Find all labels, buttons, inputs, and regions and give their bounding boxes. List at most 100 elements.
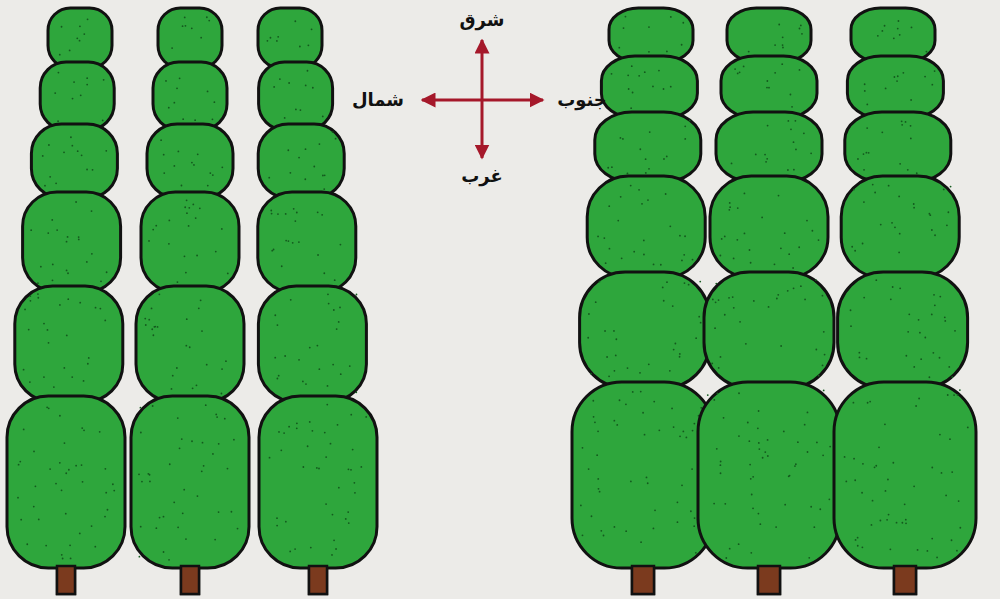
foliage-texture	[718, 299, 720, 301]
foliage-texture	[277, 324, 279, 326]
foliage-texture	[270, 210, 272, 212]
foliage-clump	[727, 8, 811, 62]
foliage-clump	[259, 396, 377, 568]
foliage-texture	[48, 342, 50, 344]
foliage-texture	[695, 337, 697, 339]
foliage-texture	[57, 120, 59, 122]
foliage-texture	[49, 468, 51, 470]
foliage-texture	[862, 463, 864, 465]
foliage-clump	[31, 124, 117, 198]
foliage-texture	[163, 154, 165, 156]
foliage-texture	[666, 155, 668, 157]
foliage-texture	[83, 33, 85, 35]
foliage-texture	[748, 51, 750, 53]
foliage-texture	[332, 514, 334, 516]
foliage-texture	[951, 376, 953, 378]
foliage-texture	[30, 300, 32, 302]
foliage-texture	[887, 479, 889, 481]
foliage-texture	[335, 548, 337, 550]
foliage-texture	[720, 356, 722, 358]
foliage-texture	[327, 385, 329, 387]
foliage-texture	[939, 357, 941, 359]
foliage-texture	[625, 16, 627, 18]
foliage-texture	[715, 301, 717, 303]
foliage-texture	[806, 220, 808, 222]
foliage-clump	[834, 382, 976, 568]
foliage-texture	[844, 456, 846, 458]
foliage-texture	[618, 47, 620, 49]
foliage-texture	[285, 240, 287, 242]
foliage-texture	[907, 169, 909, 171]
foliage-texture	[184, 206, 186, 208]
foliage-texture	[53, 386, 55, 388]
foliage-texture	[188, 207, 190, 209]
foliage-texture	[302, 466, 304, 468]
foliage-texture	[663, 158, 665, 160]
foliage-texture	[145, 324, 147, 326]
foliage-texture	[864, 90, 866, 92]
foliage-texture	[349, 365, 351, 367]
foliage-texture	[106, 271, 108, 273]
foliage-texture	[73, 81, 75, 83]
foliage-texture	[69, 544, 71, 546]
foliage-texture	[105, 150, 107, 152]
foliage-texture	[582, 447, 584, 449]
foliage-texture	[212, 118, 214, 120]
foliage-texture	[207, 91, 209, 93]
foliage-texture	[188, 225, 190, 227]
foliage-texture	[104, 320, 106, 322]
foliage-texture	[850, 309, 852, 311]
foliage-texture	[822, 365, 824, 367]
foliage-texture	[679, 353, 681, 355]
foliage-texture	[904, 503, 906, 505]
foliage-texture	[40, 266, 42, 268]
foliage-texture	[662, 287, 664, 289]
foliage-texture	[82, 481, 84, 483]
foliage-texture	[874, 466, 876, 468]
foliage-texture	[59, 415, 61, 417]
tree-trunk	[181, 566, 199, 594]
foliage-clump	[7, 396, 125, 568]
foliage-texture	[956, 550, 958, 552]
foliage-texture	[631, 65, 633, 67]
foliage-texture	[67, 236, 69, 238]
foliage-texture	[195, 217, 197, 219]
foliage-texture	[186, 212, 188, 214]
foliage-texture	[233, 439, 235, 441]
foliage-texture	[750, 552, 752, 554]
foliage-texture	[707, 394, 709, 396]
foliage-texture	[360, 466, 362, 468]
foliage-texture	[749, 464, 751, 466]
foliage-texture	[782, 47, 784, 49]
foliage-texture	[186, 199, 188, 201]
foliage-texture	[176, 87, 178, 89]
foliage-texture	[899, 233, 901, 235]
foliage-texture	[604, 330, 606, 332]
foliage-texture	[729, 548, 731, 550]
foliage-texture	[775, 526, 777, 528]
foliage-texture	[47, 329, 49, 331]
foliage-texture	[288, 426, 290, 428]
foliage-texture	[695, 552, 697, 554]
foliage-texture	[866, 104, 868, 106]
foliage-texture	[615, 338, 617, 340]
foliage-texture	[640, 391, 642, 393]
foliage-texture	[878, 446, 880, 448]
foliage-texture	[87, 363, 89, 365]
foliage-clump	[572, 382, 714, 568]
foliage-texture	[227, 273, 229, 275]
foliage-texture	[270, 37, 272, 39]
foliage-texture	[80, 94, 82, 96]
foliage-texture	[782, 44, 784, 46]
foliage-texture	[182, 25, 184, 27]
foliage-texture	[931, 467, 933, 469]
foliage-texture	[287, 149, 289, 151]
foliage-texture	[63, 151, 65, 153]
foliage-texture	[813, 526, 815, 528]
foliage-texture	[104, 468, 106, 470]
foliage-texture	[165, 80, 167, 82]
foliage-texture	[336, 328, 338, 330]
foliage-texture	[784, 232, 786, 234]
foliage-texture	[212, 453, 214, 455]
